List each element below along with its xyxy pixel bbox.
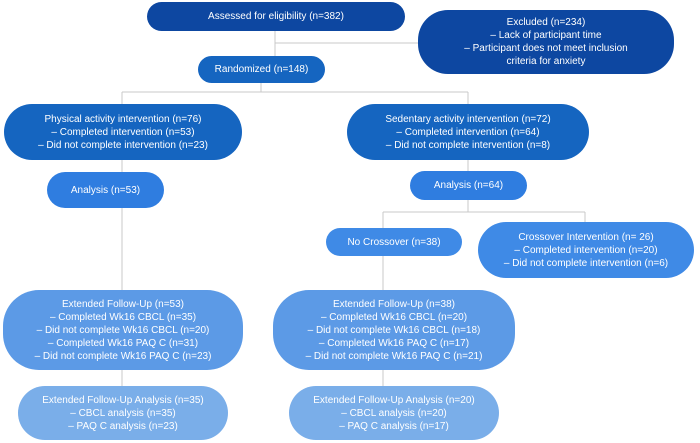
followup-left-line: – Did not complete Wk16 CBCL (n=20) <box>36 324 210 336</box>
physical-line: – Did not complete intervention (n=23) <box>38 139 208 151</box>
sedentary-title: Sedentary activity intervention (n=72) <box>385 113 551 125</box>
sedentary-line: – Did not complete intervention (n=8) <box>385 139 551 151</box>
followup-right-title: Extended Follow-Up (n=38) <box>332 298 455 310</box>
excluded-line: – Lack of participant time <box>490 30 602 41</box>
fu-analysis-left-line: – CBCL analysis (n=35) <box>70 407 176 419</box>
followup-analysis-left-box: Extended Follow-Up Analysis (n=35) – CBC… <box>18 386 228 440</box>
followup-right-box: Extended Follow-Up (n=38) – Completed Wk… <box>273 290 515 370</box>
fu-analysis-right-line: – CBCL analysis (n=20) <box>341 407 447 419</box>
followup-left-title: Extended Follow-Up (n=53) <box>61 298 184 310</box>
physical-title: Physical activity intervention (n=76) <box>44 113 202 125</box>
fu-analysis-right-line: – PAQ C analysis (n=17) <box>339 420 449 432</box>
assessed-box: Assessed for eligibility (n=382) <box>147 2 405 31</box>
followup-right-line: – Completed Wk16 PAQ C (n=17) <box>318 337 470 349</box>
followup-right-line: – Did not complete Wk16 PAQ C (n=21) <box>305 350 483 362</box>
crossover-line: – Did not complete intervention (n=6) <box>503 257 669 269</box>
followup-left-line: – Completed Wk16 CBCL (n=35) <box>49 311 197 323</box>
crossover-box: Crossover Intervention (n= 26) – Complet… <box>478 222 694 278</box>
excluded-box: Excluded (n=234) – Lack of participant t… <box>418 10 674 74</box>
analysis-left-box: Analysis (n=53) <box>47 172 164 208</box>
followup-left-box: Extended Follow-Up (n=53) – Completed Wk… <box>3 290 243 370</box>
excluded-line: – Participant does not meet inclusion <box>464 43 628 54</box>
randomized-box: Randomized (n=148) <box>198 56 325 83</box>
excluded-title: Excluded (n=234) <box>506 17 586 28</box>
crossover-title: Crossover Intervention (n= 26) <box>518 231 654 243</box>
no-crossover-title: No Crossover (n=38) <box>347 236 441 248</box>
physical-line: – Completed intervention (n=53) <box>51 126 195 138</box>
sedentary-intervention-box: Sedentary activity intervention (n=72) –… <box>347 104 589 160</box>
no-crossover-box: No Crossover (n=38) <box>326 228 462 256</box>
analysis-right-box: Analysis (n=64) <box>410 171 527 200</box>
fu-analysis-right-title: Extended Follow-Up Analysis (n=20) <box>313 394 475 406</box>
crossover-line: – Completed intervention (n=20) <box>514 244 658 256</box>
followup-left-line: – Completed Wk16 PAQ C (n=31) <box>47 337 199 349</box>
followup-right-line: – Did not complete Wk16 CBCL (n=18) <box>307 324 481 336</box>
analysis-left-title: Analysis (n=53) <box>70 184 141 196</box>
fu-analysis-left-line: – PAQ C analysis (n=23) <box>68 420 178 432</box>
followup-analysis-right-box: Extended Follow-Up Analysis (n=20) – CBC… <box>289 386 499 440</box>
physical-intervention-box: Physical activity intervention (n=76) – … <box>4 104 242 160</box>
assessed-title: Assessed for eligibility (n=382) <box>208 11 344 22</box>
fu-analysis-left-title: Extended Follow-Up Analysis (n=35) <box>42 394 204 406</box>
followup-left-line: – Did not complete Wk16 PAQ C (n=23) <box>34 350 212 362</box>
sedentary-line: – Completed intervention (n=64) <box>396 126 540 138</box>
randomized-title: Randomized (n=148) <box>214 64 309 75</box>
followup-right-line: – Completed Wk16 CBCL (n=20) <box>320 311 468 323</box>
analysis-right-title: Analysis (n=64) <box>433 180 504 191</box>
excluded-line: criteria for anxiety <box>506 56 586 67</box>
